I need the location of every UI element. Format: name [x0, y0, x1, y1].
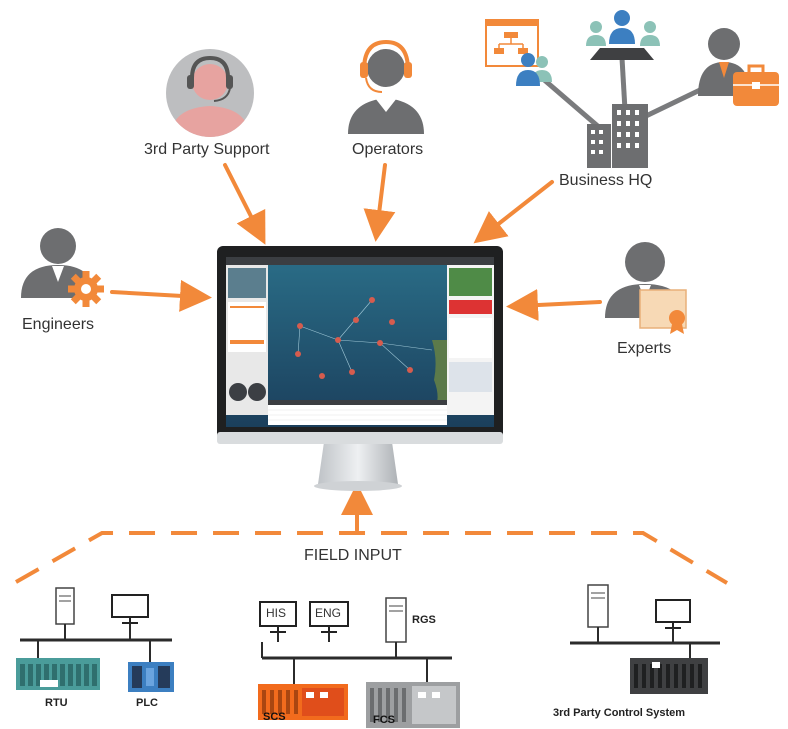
- label-rgs: RGS: [412, 614, 436, 626]
- arrow-operators-to-monitor: [363, 163, 396, 242]
- monitor: [217, 246, 503, 491]
- arrow-hq-to-monitor: [473, 180, 554, 244]
- third-party-rack: [630, 658, 708, 694]
- label-business-hq: Business HQ: [559, 172, 653, 189]
- label-3rd-party-control-system: 3rd Party Control System: [553, 707, 686, 719]
- label-field-input: FIELD INPUT: [304, 547, 402, 564]
- plc-rack: [128, 662, 174, 692]
- operator-icon: [348, 39, 424, 134]
- arrows: [110, 163, 602, 532]
- support-agent-icon: [166, 49, 254, 137]
- label-fcs: FCS: [373, 714, 395, 726]
- field-input-dashed-line: [15, 531, 729, 585]
- label-operators: Operators: [352, 141, 424, 158]
- arrow-engineers-to-monitor: [110, 279, 212, 312]
- label-experts: Experts: [617, 340, 672, 357]
- label-plc: PLC: [136, 697, 158, 709]
- yokogawa-network: [258, 597, 460, 728]
- label-rtu: RTU: [45, 697, 68, 709]
- label-eng: ENG: [315, 606, 342, 620]
- expert-icon: [605, 242, 687, 334]
- third-party-control-network: [570, 584, 720, 694]
- label-engineers: Engineers: [22, 316, 95, 333]
- label-scs: SCS: [263, 711, 286, 723]
- rtu-plc-network: [16, 587, 174, 692]
- label-his: HIS: [266, 606, 287, 620]
- rtu-rack: [16, 658, 100, 690]
- arrow-experts-to-monitor: [506, 289, 602, 322]
- scs-rack: [258, 684, 348, 720]
- fcs-rack: [366, 682, 460, 728]
- business-hq-icon: [485, 10, 779, 168]
- label-3rd-party-support: 3rd Party Support: [144, 141, 270, 158]
- arrow-support-to-monitor: [223, 163, 266, 245]
- engineer-icon: [21, 228, 104, 307]
